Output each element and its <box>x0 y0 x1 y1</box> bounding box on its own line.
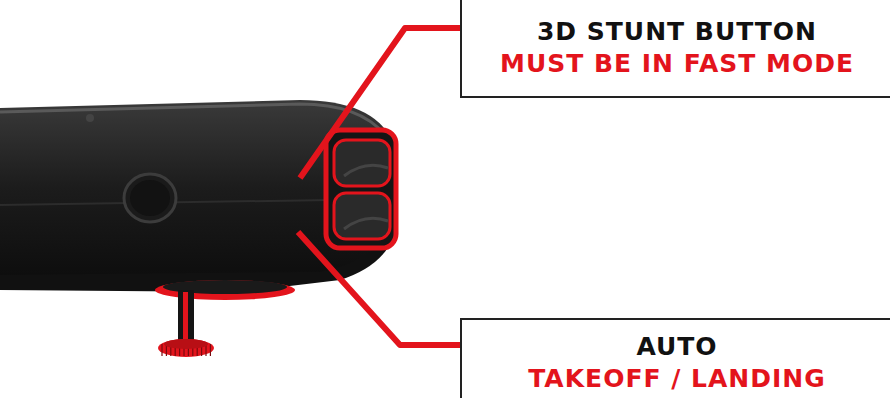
leader-line <box>298 232 460 345</box>
callout-box: 3D STUNT BUTTONMUST BE IN FAST MODE <box>460 0 890 98</box>
stick <box>178 290 194 342</box>
takeoff-button-edge <box>344 218 388 229</box>
button-name: 3D STUNT BUTTON <box>537 16 817 48</box>
round-button-face <box>130 180 170 216</box>
button-note: MUST BE IN FAST MODE <box>500 48 854 80</box>
wheel <box>158 339 214 357</box>
wheel-top <box>164 339 208 349</box>
stick-highlight <box>183 292 188 340</box>
callout-box: AUTOTAKEOFF / LANDING <box>460 318 890 398</box>
base-ring <box>155 280 295 300</box>
button-frame <box>326 130 396 248</box>
indicator-dot <box>86 114 94 122</box>
button-name: AUTO <box>636 331 717 363</box>
button-note: TAKEOFF / LANDING <box>528 363 826 395</box>
stunt-button-edge <box>344 165 388 176</box>
takeoff-button <box>334 193 390 239</box>
shell-edge <box>0 104 385 135</box>
leader-line <box>300 28 460 178</box>
stunt-button <box>334 140 390 186</box>
round-button <box>124 174 176 222</box>
knurl-stroke <box>161 344 162 356</box>
knurl-stroke <box>210 344 211 356</box>
